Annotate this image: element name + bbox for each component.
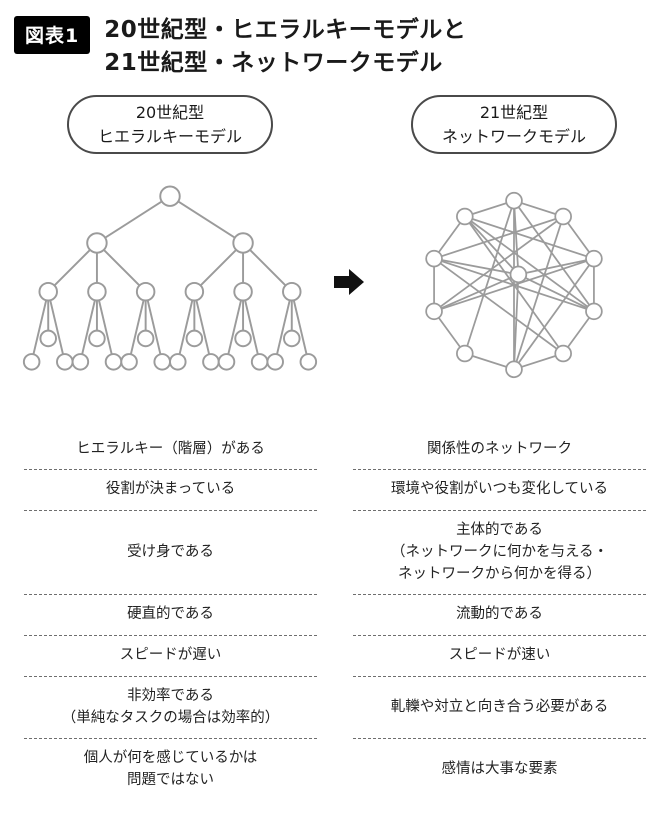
network-model-label: 21世紀型 ネットワークモデル bbox=[411, 95, 617, 154]
comparison-row: ヒエラルキー（階層）がある 関係性のネットワーク bbox=[24, 430, 646, 471]
comparison-row: 役割が決まっている 環境や役割がいつも変化している bbox=[24, 470, 646, 512]
figure-header: 図表1 20世紀型・ヒエラルキーモデルと 21世紀型・ネットワークモデル bbox=[10, 12, 660, 79]
comparison-row: スピードが遅い スピードが速い bbox=[24, 636, 646, 677]
hierarchy-model-label: 20世紀型 ヒエラルキーモデル bbox=[67, 95, 273, 154]
hierarchy-trait: 硬直的である bbox=[24, 595, 317, 637]
hierarchy-tree-diagram bbox=[22, 185, 318, 371]
comparison-row: 硬直的である 流動的である bbox=[24, 595, 646, 637]
right-arrow-icon bbox=[334, 269, 364, 296]
network-trait: 環境や役割がいつも変化している bbox=[353, 470, 646, 512]
hierarchy-trait: 受け身である bbox=[24, 511, 317, 596]
network-trait: 軋轢や対立と向き合う必要がある bbox=[353, 677, 646, 740]
network-trait: 流動的である bbox=[353, 595, 646, 637]
figure-badge: 図表1 bbox=[14, 16, 91, 54]
hierarchy-trait: ヒエラルキー（階層）がある bbox=[24, 430, 317, 471]
comparison-table: ヒエラルキー（階層）がある 関係性のネットワーク 役割が決まっている 環境や役割… bbox=[24, 430, 646, 801]
network-trait: スピードが速い bbox=[353, 636, 646, 677]
comparison-row: 非効率である （単純なタスクの場合は効率的） 軋轢や対立と向き合う必要がある bbox=[24, 677, 646, 740]
hierarchy-model: 20世紀型 ヒエラルキーモデル bbox=[12, 95, 328, 377]
network-model: 21世紀型 ネットワークモデル bbox=[370, 95, 658, 385]
hierarchy-trait: 役割が決まっている bbox=[24, 470, 317, 512]
network-trait: 主体的である （ネットワークに何かを与える・ ネットワークから何かを得る） bbox=[353, 511, 646, 596]
hierarchy-trait: 非効率である （単純なタスクの場合は効率的） bbox=[24, 677, 317, 740]
network-trait: 関係性のネットワーク bbox=[353, 430, 646, 471]
hierarchy-trait: 個人が何を感じているかは 問題ではない bbox=[83, 750, 258, 789]
hierarchy-trait: スピードが遅い bbox=[24, 636, 317, 677]
comparison-row: 受け身である 主体的である （ネットワークに何かを与える・ ネットワークから何か… bbox=[24, 511, 646, 596]
comparison-row: 個人が何を感じているかは 問題ではない 感情は大事な要素 bbox=[24, 739, 646, 801]
transition-arrow bbox=[328, 267, 370, 297]
figure-title: 20世紀型・ヒエラルキーモデルと 21世紀型・ネットワークモデル bbox=[104, 17, 467, 76]
network-diagram bbox=[425, 191, 603, 378]
network-trait: 感情は大事な要素 bbox=[441, 761, 558, 778]
diagram-area: 20世紀型 ヒエラルキーモデル bbox=[10, 95, 660, 385]
